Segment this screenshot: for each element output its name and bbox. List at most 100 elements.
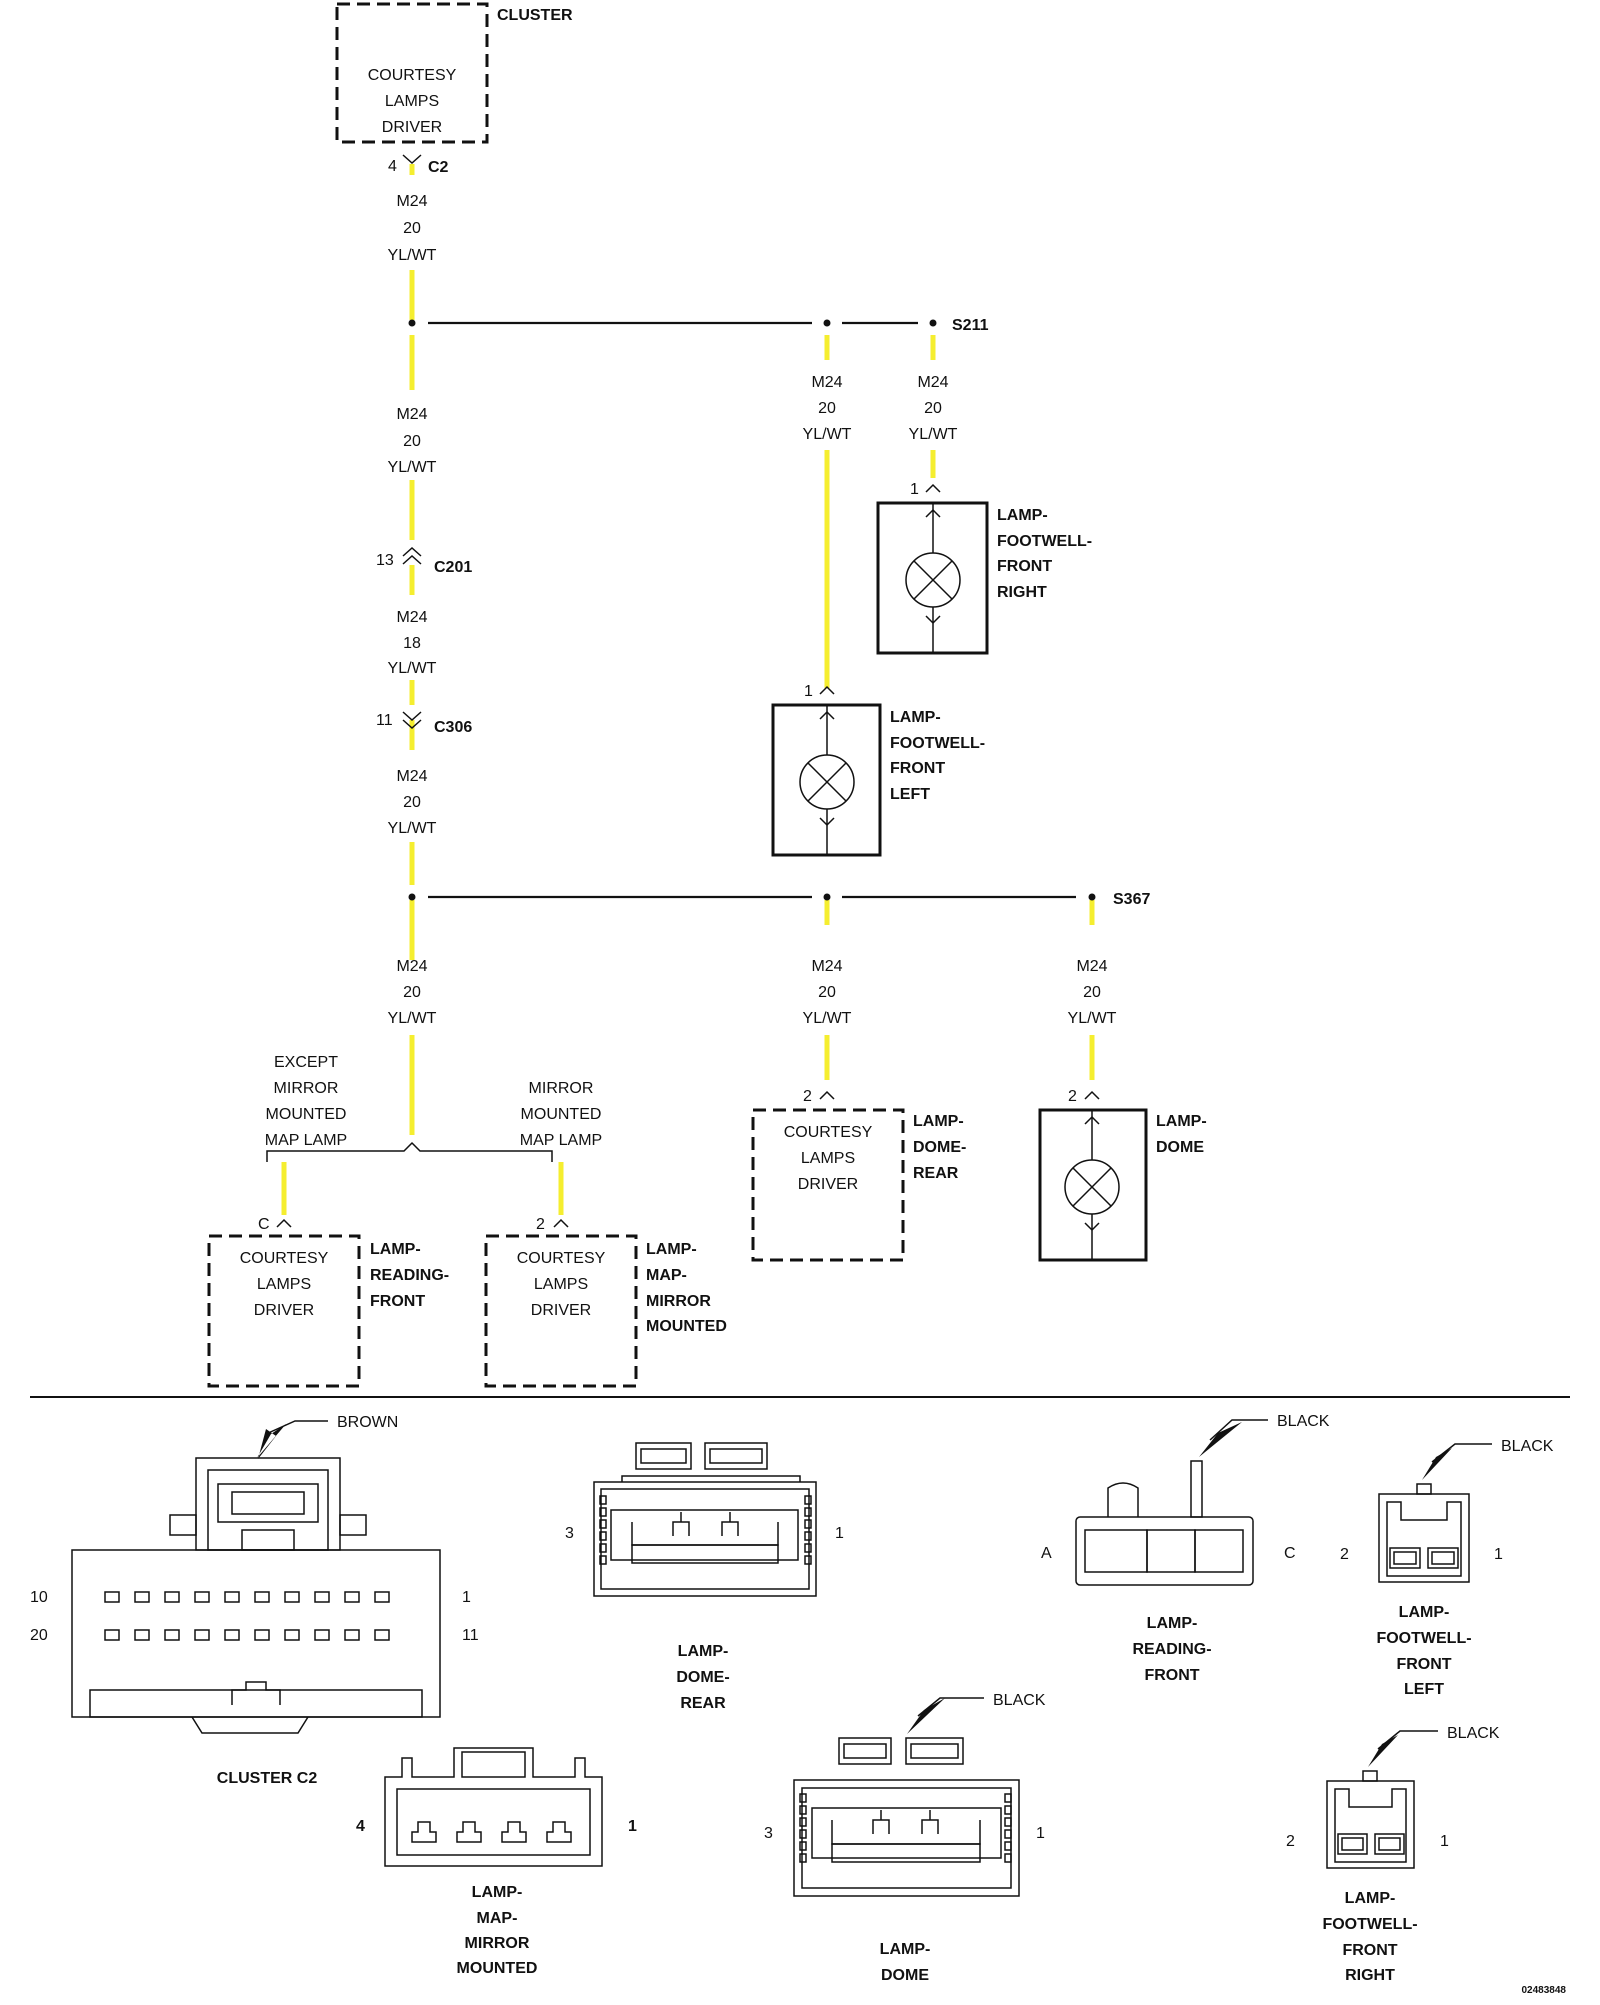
- pin-cavity: [314, 1629, 330, 1641]
- dome-pin: 2: [1068, 1088, 1077, 1105]
- pin-cavity: [224, 1591, 240, 1603]
- splice-s211-label: S211: [952, 317, 989, 334]
- svg-text:20: 20: [818, 400, 836, 417]
- svg-text:EXCEPT: EXCEPT: [274, 1054, 338, 1071]
- svg-text:LEFT: LEFT: [1404, 1681, 1444, 1698]
- dome-rear-pin: 2: [803, 1088, 812, 1105]
- svg-text:20: 20: [924, 400, 942, 417]
- pin-cavity: [194, 1591, 210, 1603]
- svg-text:MOUNTED: MOUNTED: [266, 1106, 347, 1123]
- side-rib: [599, 1543, 607, 1553]
- footwell-right-view-name: LAMP- FOOTWELL- FRONT RIGHT: [1322, 1890, 1417, 1984]
- svg-text:LEFT: LEFT: [890, 786, 930, 803]
- pin-cavity: [374, 1629, 390, 1641]
- reading-front-color-label: BLACK: [1277, 1413, 1330, 1430]
- footwell-right-color-leader: [1377, 1730, 1438, 1750]
- wire-label-s211-right: M24 20 YL/WT: [909, 374, 958, 443]
- svg-text:LAMP-: LAMP-: [1147, 1615, 1198, 1632]
- dome-color-label: BLACK: [993, 1692, 1046, 1709]
- svg-text:FRONT: FRONT: [1396, 1656, 1451, 1673]
- reading-front-view-pin-a: A: [1041, 1545, 1052, 1562]
- wire-label-s367-main: M24 20 YL/WT: [388, 958, 437, 1027]
- c201-connector-symbol: [402, 546, 422, 565]
- side-rib: [804, 1555, 812, 1565]
- svg-text:20: 20: [403, 984, 421, 1001]
- svg-text:M24: M24: [396, 958, 427, 975]
- pin-cavity: [104, 1629, 120, 1641]
- c2-connector-symbol: [402, 154, 422, 165]
- reading-front-driver-text: COURTESY LAMPS DRIVER: [240, 1250, 329, 1319]
- pin-cavity: [314, 1591, 330, 1603]
- map-mirror-module-box: [484, 1234, 638, 1388]
- svg-text:MIRROR: MIRROR: [274, 1080, 339, 1097]
- side-rib: [799, 1817, 807, 1827]
- map-mirror-view-name: LAMP- MAP- MIRROR MOUNTED: [457, 1884, 538, 1977]
- svg-text:MOUNTED: MOUNTED: [457, 1960, 538, 1977]
- svg-text:LAMP-: LAMP-: [472, 1884, 523, 1901]
- figure-id: 02483848: [1522, 1985, 1567, 1996]
- svg-text:READING-: READING-: [370, 1267, 449, 1284]
- splice-bus-lines: [428, 321, 1076, 899]
- footwell-left-view-name: LAMP- FOOTWELL- FRONT LEFT: [1376, 1604, 1471, 1698]
- map-mirror-connector-view: [384, 1747, 603, 1867]
- cluster-c2-view-name: CLUSTER C2: [217, 1770, 318, 1787]
- svg-text:REAR: REAR: [913, 1165, 959, 1182]
- dome-view-pin-1: 1: [1036, 1825, 1045, 1842]
- pin-cavity: [284, 1629, 300, 1641]
- option-bracket: [266, 1141, 553, 1162]
- map-mirror-view-pin-1: 1: [628, 1818, 637, 1835]
- svg-text:LAMP-: LAMP-: [1345, 1890, 1396, 1907]
- footwell-right-pin: 1: [910, 481, 919, 498]
- svg-text:YL/WT: YL/WT: [388, 820, 437, 837]
- reading-front-pin: C: [258, 1216, 270, 1233]
- map-mirror-view-pin-4: 4: [356, 1818, 365, 1835]
- cluster-c2-pin-10: 10: [30, 1589, 48, 1606]
- side-rib: [799, 1841, 807, 1851]
- cavity-divider: [921, 1810, 939, 1834]
- svg-text:RIGHT: RIGHT: [997, 584, 1047, 601]
- svg-text:MAP LAMP: MAP LAMP: [265, 1132, 347, 1149]
- svg-text:DOME: DOME: [881, 1967, 929, 1984]
- dome-rear-driver-text: COURTESY LAMPS DRIVER: [784, 1124, 873, 1193]
- reading-front-color-leader: [1209, 1419, 1268, 1441]
- cluster-c2-pin-20: 20: [30, 1627, 48, 1644]
- c2-pin-number: 4: [388, 158, 397, 175]
- dome-color-arrow-icon: [907, 1698, 945, 1734]
- reading-front-color-arrow-icon: [1199, 1422, 1242, 1457]
- terminal: [501, 1821, 527, 1843]
- side-rib: [804, 1531, 812, 1541]
- wire-label-main-3: M24 18 YL/WT: [388, 609, 437, 677]
- side-rib: [599, 1495, 607, 1505]
- reading-front-connector-view: [1075, 1460, 1254, 1586]
- dome-color-leader: [917, 1697, 984, 1717]
- side-rib: [804, 1495, 812, 1505]
- side-rib: [799, 1805, 807, 1815]
- svg-text:LAMPS: LAMPS: [385, 93, 439, 110]
- reading-front-module-box: [207, 1234, 361, 1388]
- svg-text:COURTESY: COURTESY: [240, 1250, 329, 1267]
- pin-cavity: [224, 1629, 240, 1641]
- cluster-c2-pin-1: 1: [462, 1589, 471, 1606]
- svg-text:REAR: REAR: [680, 1695, 726, 1712]
- side-rib: [799, 1853, 807, 1863]
- side-rib: [599, 1507, 607, 1517]
- svg-text:M24: M24: [811, 958, 842, 975]
- side-rib: [1004, 1829, 1012, 1839]
- map-mirror-pin: 2: [536, 1216, 545, 1233]
- wire-label-s367-right: M24 20 YL/WT: [1068, 958, 1117, 1027]
- cluster-c2-pin-11: 11: [462, 1627, 479, 1644]
- svg-text:READING-: READING-: [1132, 1641, 1211, 1658]
- svg-text:LAMP-: LAMP-: [890, 709, 941, 726]
- svg-text:18: 18: [403, 635, 421, 652]
- svg-text:DRIVER: DRIVER: [254, 1302, 314, 1319]
- yellow-wires: [281, 164, 1095, 1215]
- svg-text:MIRROR: MIRROR: [465, 1935, 530, 1952]
- reading-front-connector-symbol: [276, 1218, 292, 1228]
- svg-text:FRONT: FRONT: [370, 1293, 425, 1310]
- reading-front-view-pin-c: C: [1284, 1545, 1296, 1562]
- svg-text:M24: M24: [1076, 958, 1107, 975]
- svg-text:M24: M24: [917, 374, 948, 391]
- svg-text:YL/WT: YL/WT: [388, 660, 437, 677]
- reading-front-label: LAMP- READING- FRONT: [370, 1241, 449, 1310]
